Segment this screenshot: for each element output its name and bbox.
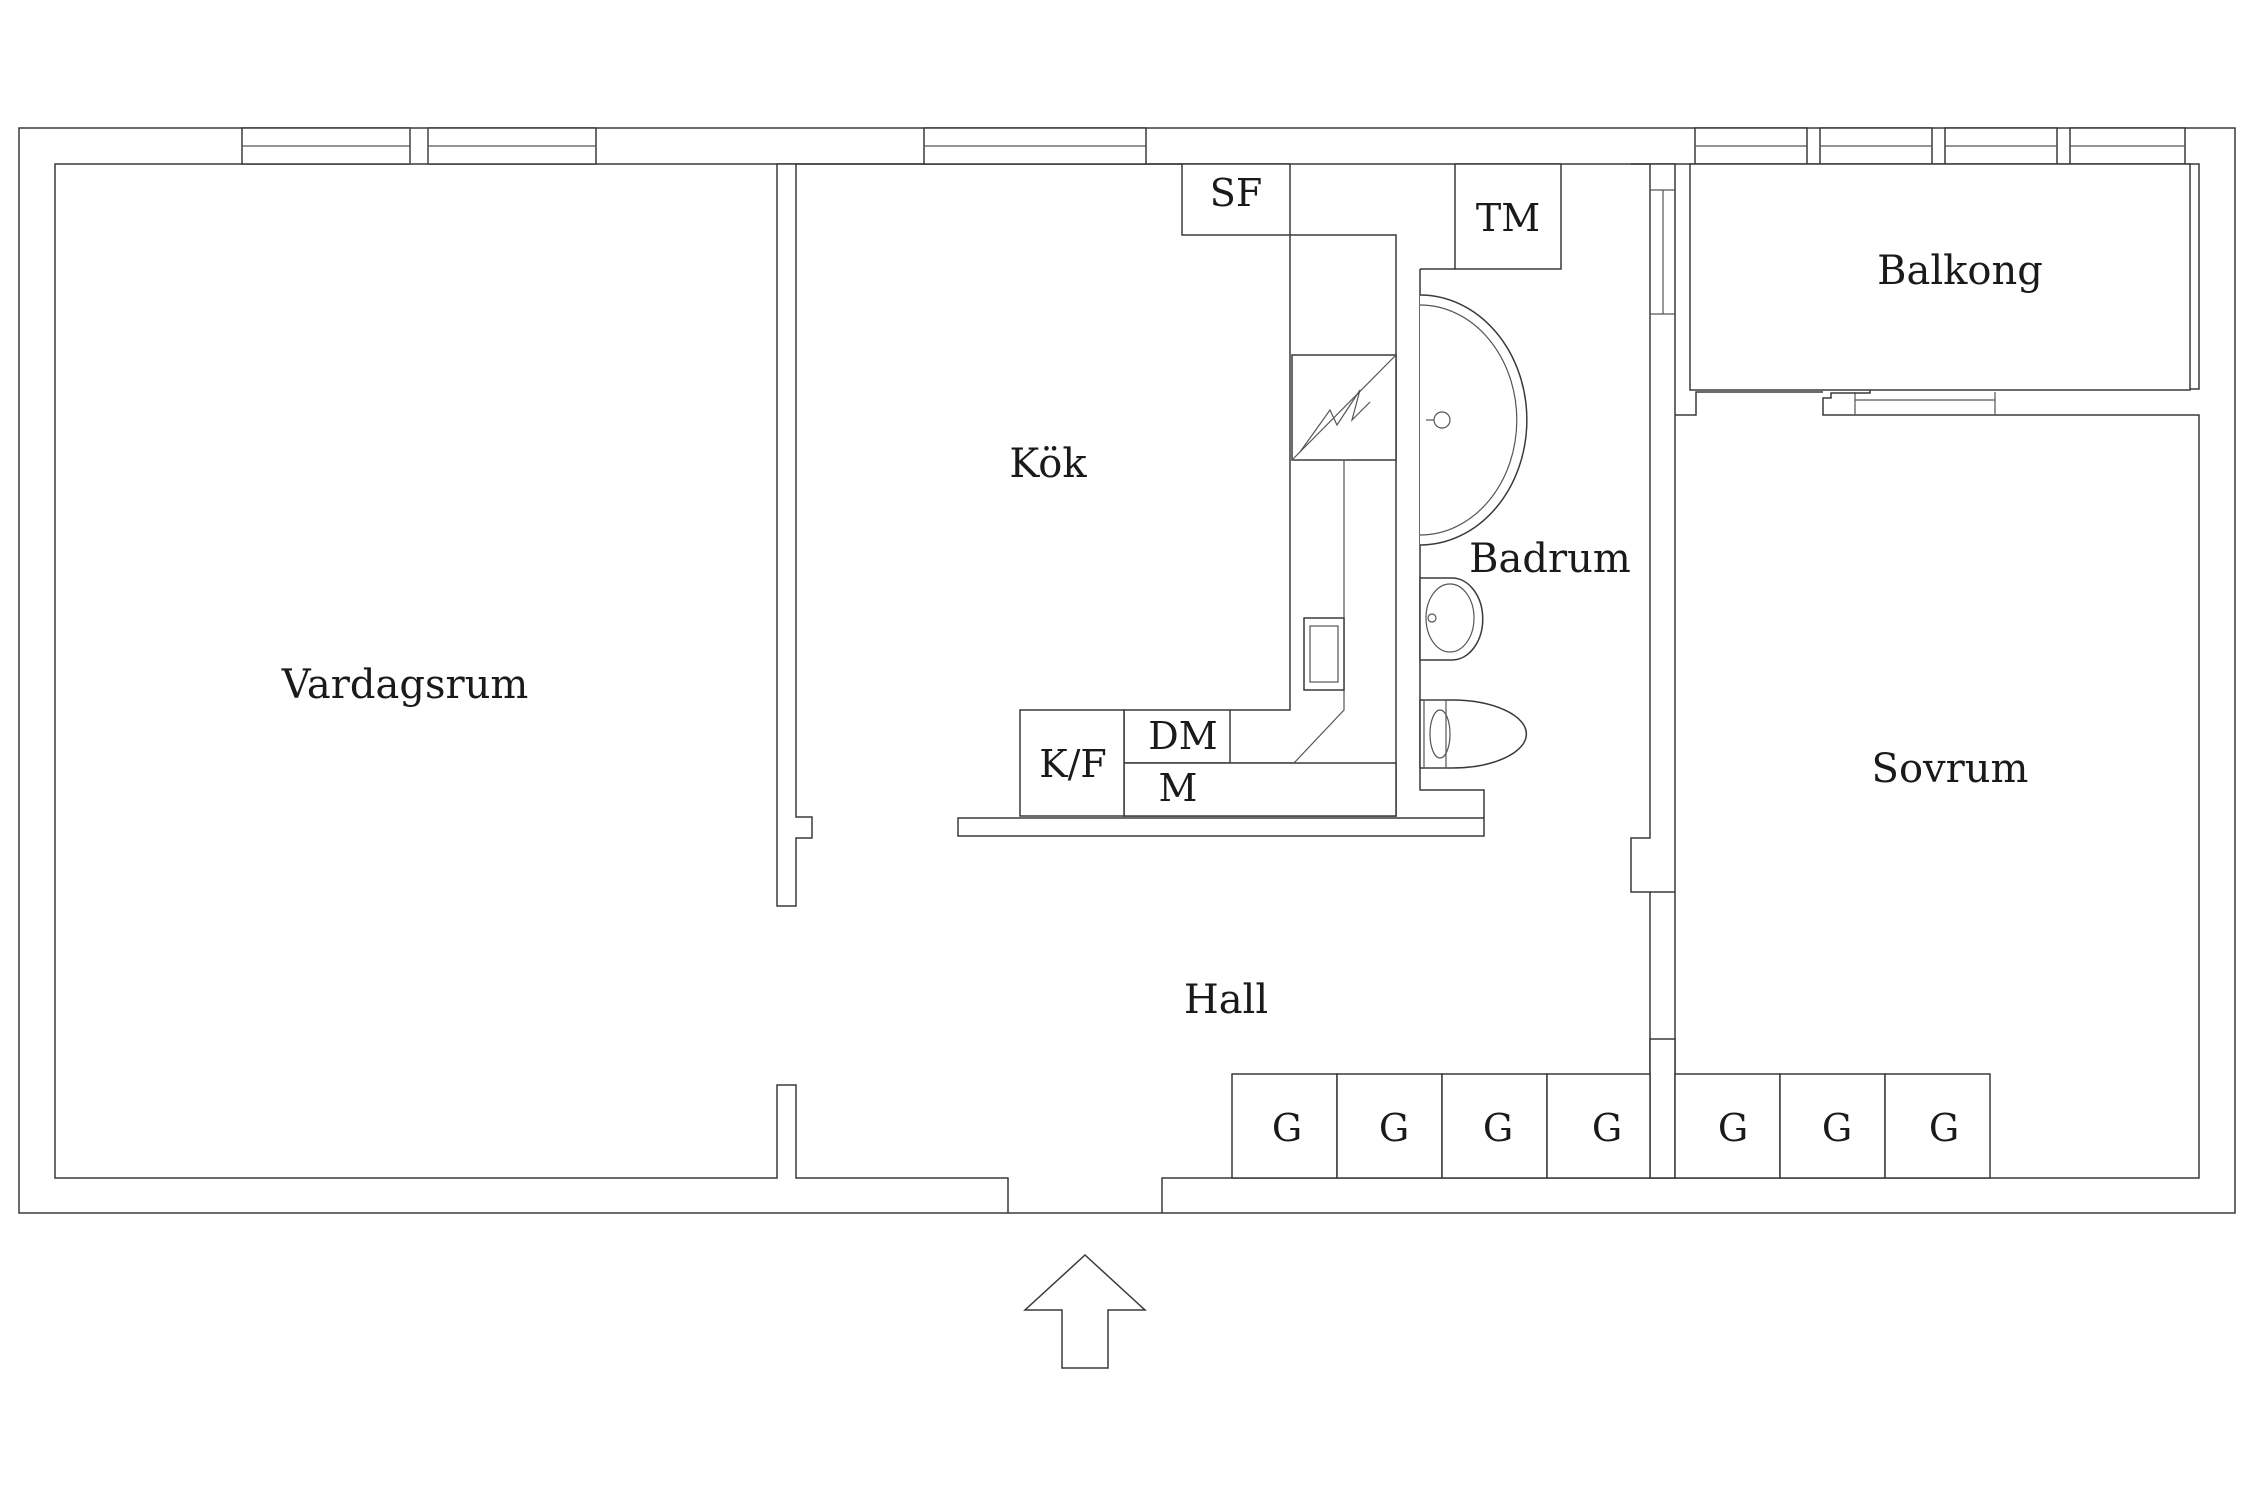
interior-walls: [776, 163, 1823, 1179]
kitchen-fixtures: [957, 163, 1485, 837]
kitchen-sink: [1303, 617, 1345, 691]
windows: [241, 127, 2186, 315]
room-label-kok: Kök: [1009, 441, 1087, 487]
toilet: [1419, 699, 1528, 769]
washbasin: [1419, 577, 1484, 661]
fixture-label-m: M: [1159, 766, 1198, 810]
closet-labels: G G G G G G G: [1272, 1106, 1959, 1150]
hall-closets: [1231, 1073, 1991, 1179]
fixture-label-tm: TM: [1476, 196, 1540, 240]
closet-label: G: [1822, 1106, 1852, 1150]
closet-label: G: [1592, 1106, 1622, 1150]
washing-machine-tm: [1454, 163, 1562, 270]
fixture-labels: SF TM DM M K/F: [1039, 171, 1540, 810]
closet-label: G: [1483, 1106, 1513, 1150]
shower: [1419, 294, 1528, 546]
room-labels: Vardagsrum Kök Badrum Balkong Sovrum Hal…: [281, 248, 2043, 1023]
fixture-label-kf: K/F: [1039, 742, 1107, 786]
closet-label: G: [1718, 1106, 1748, 1150]
entrance-arrow-icon: [1023, 1253, 1147, 1369]
fixture-label-dm: DM: [1148, 714, 1217, 758]
balcony: [1689, 163, 2191, 415]
bathroom-fixtures: [1419, 163, 1562, 818]
microwave-m: [1123, 762, 1397, 817]
room-label-vardagsrum: Vardagsrum: [281, 662, 529, 708]
closet-label: G: [1379, 1106, 1409, 1150]
room-label-hall: Hall: [1184, 977, 1268, 1023]
fixture-label-sf: SF: [1210, 171, 1262, 215]
room-label-sovrum: Sovrum: [1872, 746, 2029, 792]
room-label-balkong: Balkong: [1877, 248, 2043, 294]
closet-label: G: [1272, 1106, 1302, 1150]
fridge-freezer-kf: [1019, 709, 1125, 817]
freezer-sf: [1181, 163, 1291, 236]
closet-label: G: [1929, 1106, 1959, 1150]
room-label-badrum: Badrum: [1469, 536, 1631, 582]
